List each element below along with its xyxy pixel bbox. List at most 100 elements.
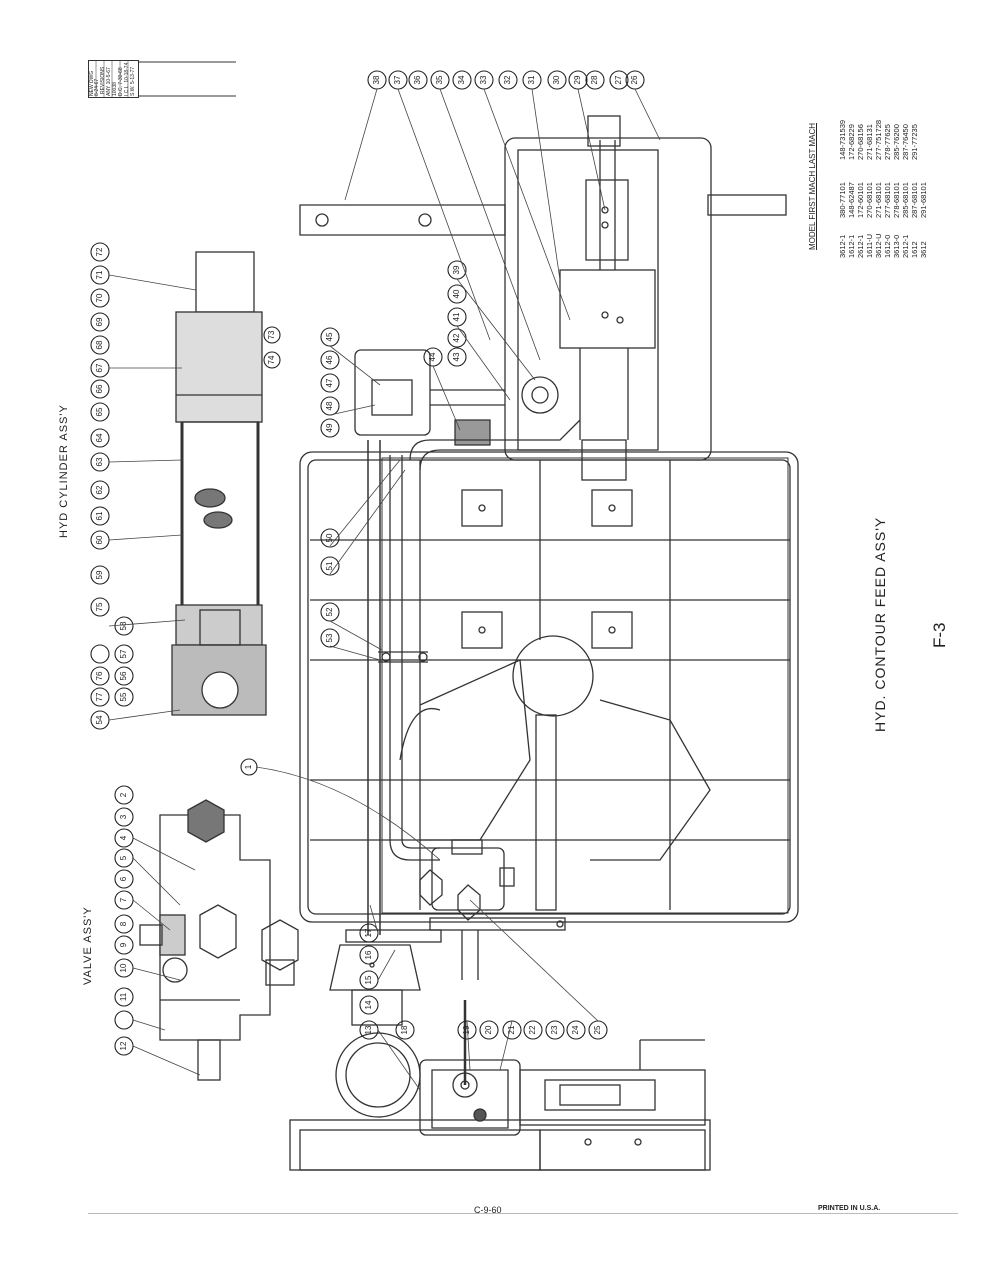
table-cell: 1612-0 <box>883 234 892 258</box>
callout-71: 71 <box>95 270 104 280</box>
table-cell: 2612-1 <box>901 234 910 258</box>
table-cell: 172-60101 <box>856 182 865 218</box>
model-header-cell: FIRST MACH <box>808 170 817 220</box>
table-cell: 3612 <box>919 241 928 258</box>
revision-block-frame <box>88 60 236 98</box>
model-table-header: MODEL FIRST MACH LAST MACH <box>808 70 817 250</box>
table-row: 3612 291-68101 <box>919 120 928 258</box>
callout-3: 3 <box>119 814 128 820</box>
table-cell: 172-68229 <box>847 124 856 160</box>
callout-14: 14 <box>364 1000 373 1010</box>
table-cell: 380-77101 <box>838 182 847 218</box>
table-cell: 3612-U <box>874 233 883 258</box>
callout-28: 28 <box>590 75 599 85</box>
callout-18: 18 <box>400 1025 409 1035</box>
table-row: 1612-0277-68101278-77625 <box>883 120 892 258</box>
callout-6: 6 <box>119 876 128 882</box>
callout-24: 24 <box>571 1025 580 1035</box>
callout-12: 12 <box>119 1041 128 1051</box>
callout-74: 74 <box>267 355 276 365</box>
table-row: 1611-U270-68101271-68131 <box>865 120 874 258</box>
callout-40: 40 <box>452 289 461 299</box>
callout-2: 2 <box>119 792 128 798</box>
valve-assembly-label: VALVE ASS'Y <box>82 906 94 985</box>
callout-41: 41 <box>452 312 461 322</box>
callout-60: 60 <box>95 535 104 545</box>
callout-11: 11 <box>119 992 128 1002</box>
callout-34: 34 <box>457 75 466 85</box>
callout-37: 37 <box>393 75 402 85</box>
printed-in-usa: PRINTED IN U.S.A. <box>818 1205 881 1212</box>
callout-49: 49 <box>325 423 334 433</box>
callout-70: 70 <box>95 293 104 303</box>
callout-52: 52 <box>325 607 334 617</box>
callout-30: 30 <box>552 75 561 85</box>
callout-7: 7 <box>119 897 128 903</box>
rods-and-tubes <box>367 419 581 935</box>
callout-56: 56 <box>119 671 128 681</box>
callout-58: 58 <box>119 621 128 631</box>
callout-39: 39 <box>452 265 461 275</box>
table-row: 3613-0278-68101285-76200 <box>892 120 901 258</box>
cylinder-assembly <box>171 251 267 716</box>
callout-42: 42 <box>452 333 461 343</box>
callout-10: 10 <box>119 963 128 973</box>
table-row: 2612-1 172-60101 270-68156 <box>856 120 865 258</box>
callout-47: 47 <box>325 378 334 388</box>
callout-65: 65 <box>95 407 104 417</box>
callout-75: 75 <box>95 602 104 612</box>
callout-13: 13 <box>364 1025 373 1035</box>
table-row: 1612287-68101291-77235 <box>910 120 919 258</box>
callout-51: 51 <box>325 561 334 571</box>
model-table-rows: 3612-1380-77101148-731539 1612-1148-6248… <box>838 120 928 258</box>
callout-15: 15 <box>364 975 373 985</box>
callout-36: 36 <box>413 75 422 85</box>
callout-22: 22 <box>528 1025 537 1035</box>
table-cell: 287-76450 <box>901 124 910 160</box>
control-valve <box>419 839 566 931</box>
callout-38: 38 <box>372 75 381 85</box>
callout-53: 53 <box>325 633 334 643</box>
table-cell: 291-68101 <box>919 182 928 218</box>
table-row: 3612-1380-77101148-731539 <box>838 120 847 258</box>
drawing-title: HYD. CONTOUR FEED ASS'Y <box>872 516 888 732</box>
callout-21: 21 <box>507 1025 516 1035</box>
table-row: 2612-1285-68101287-76450 <box>901 120 910 258</box>
table-row: 3612-U271-68101277-751728 <box>874 120 883 258</box>
table-cell: 148-62487 <box>847 182 856 218</box>
table-cell: 271-68131 <box>865 124 874 160</box>
callout-68: 68 <box>95 340 104 350</box>
table-cell: 291-77235 <box>910 124 919 160</box>
callout-9: 9 <box>119 942 128 948</box>
callout-8: 8 <box>119 921 128 927</box>
table-cell: 148-731539 <box>838 119 847 160</box>
callout-69: 69 <box>95 317 104 327</box>
table-cell: 277-68101 <box>883 182 892 218</box>
callout-77: 77 <box>95 692 104 702</box>
callout-20: 20 <box>484 1025 493 1035</box>
callout-29: 29 <box>573 75 582 85</box>
table-cell: 271-68101 <box>874 182 883 218</box>
cylinder-assembly-label: HYD CYLINDER ASS'Y <box>58 404 70 538</box>
leader-lines <box>108 88 661 1091</box>
callout-54: 54 <box>95 715 104 725</box>
model-header-cell: MODEL <box>808 221 817 250</box>
motor-knob <box>329 929 479 1026</box>
callout-31: 31 <box>527 75 536 85</box>
callout-4: 4 <box>119 835 128 841</box>
table-cell: 1611-U <box>865 233 874 258</box>
revision-block: NEW DWG 8-24-67 REVISIONS ANY 10-5-67 10… <box>88 60 236 98</box>
table-cell: 285-76200 <box>892 124 901 160</box>
callout-67: 67 <box>95 363 104 373</box>
upper-bracket <box>354 349 559 446</box>
table-cell: 270-68156 <box>856 124 865 160</box>
callout-17: 17 <box>364 928 373 938</box>
table-cell: 1612 <box>910 241 919 258</box>
callout-64: 64 <box>95 433 104 443</box>
callout-25: 25 <box>593 1025 602 1035</box>
table-cell: 2612-1 <box>856 234 865 258</box>
callout-66: 66 <box>95 384 104 394</box>
feed-arm <box>299 204 506 236</box>
